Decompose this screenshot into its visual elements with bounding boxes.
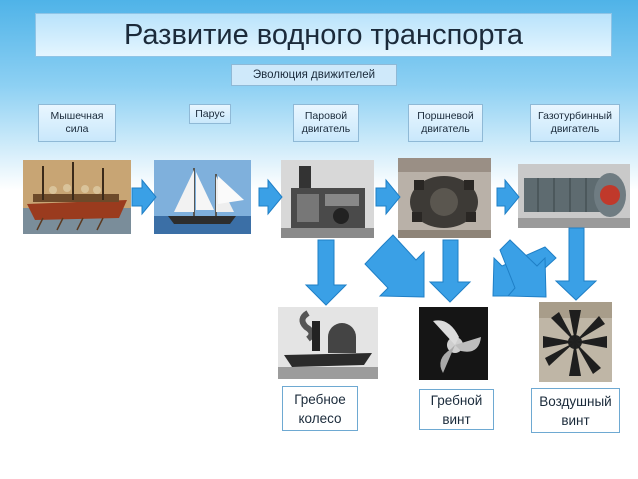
arrow-down-piston — [428, 239, 472, 303]
outcome-label-air-propeller: Воздушный винт — [531, 388, 620, 433]
sailing-ship-icon — [154, 160, 251, 234]
steam-engine-icon — [281, 160, 374, 238]
page-title: Развитие водного транспорта — [35, 13, 612, 57]
arrow-right-4 — [496, 178, 520, 216]
arrow-diagonal-piston-air — [499, 239, 547, 298]
arrow-diagonal-steam-propeller — [364, 234, 425, 298]
stage-label-steam: Паровой двигатель — [293, 104, 359, 142]
outcome-label-ship-propeller: Гребной винт — [419, 389, 494, 430]
stage-label-muscle: Мышечная сила — [38, 104, 116, 142]
piston-engine-icon — [398, 158, 491, 238]
paddle-steamer-icon — [278, 307, 378, 379]
ship-propeller-icon — [419, 307, 488, 380]
air-propeller-icon — [539, 302, 612, 382]
gas-turbine-icon — [518, 164, 630, 228]
arrow-right-3 — [375, 178, 401, 216]
galley-ship-icon — [23, 160, 131, 234]
stage-label-sail: Парус — [189, 104, 231, 124]
arrow-down-steam — [304, 239, 348, 306]
arrow-right-1 — [131, 178, 157, 216]
subtitle-box: Эволюция движителей — [231, 64, 397, 86]
stage-label-turbine: Газотурбинный двигатель — [530, 104, 620, 142]
outcome-label-paddle-wheel: Гребное колесо — [282, 386, 358, 431]
stage-label-piston: Поршневой двигатель — [408, 104, 483, 142]
arrow-down-turbine — [554, 227, 598, 301]
arrow-right-2 — [258, 178, 283, 216]
